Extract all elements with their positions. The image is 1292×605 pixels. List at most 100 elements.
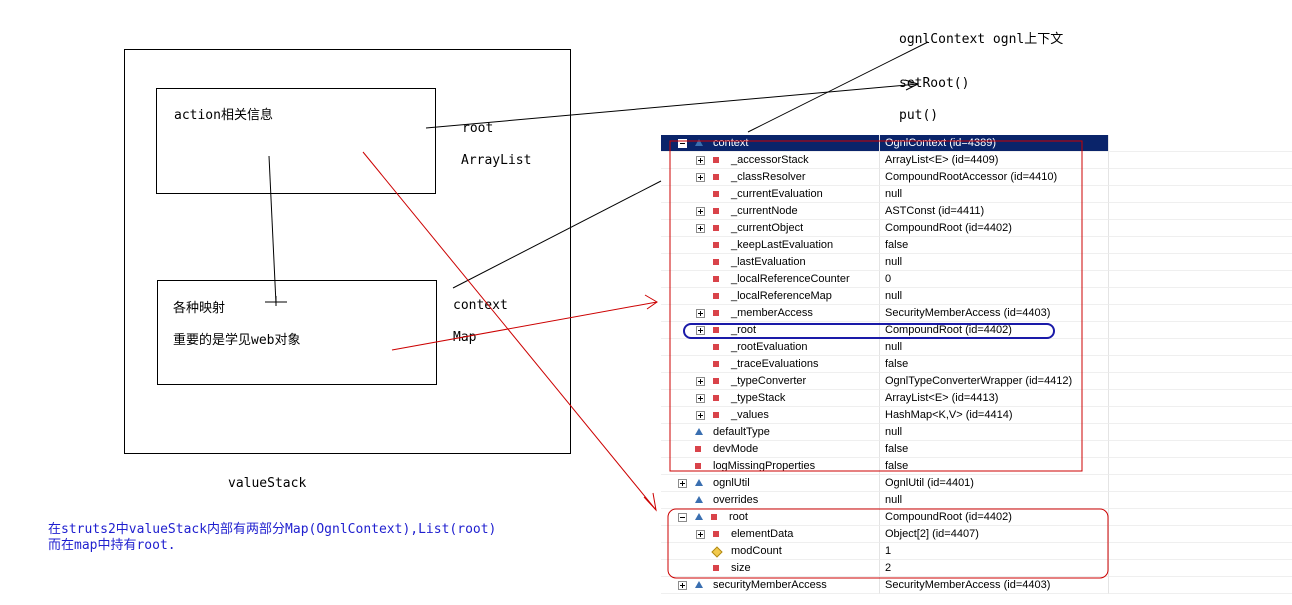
tree-empty-cell xyxy=(1109,509,1292,526)
action-info-label: action相关信息 xyxy=(174,108,273,123)
tree-row-log-missing-properties[interactable]: logMissingProperties false xyxy=(661,458,1292,475)
tree-field-name: _traceEvaluations xyxy=(731,358,819,370)
expand-icon[interactable] xyxy=(696,530,705,539)
tree-empty-cell xyxy=(1109,526,1292,543)
tree-row-current-evaluation[interactable]: _currentEvaluation null xyxy=(661,186,1292,203)
expand-icon[interactable] xyxy=(696,394,705,403)
tree-field-value: 0 xyxy=(885,273,892,285)
tree-name-cell: _accessorStack xyxy=(661,152,880,169)
tree-empty-cell xyxy=(1109,135,1292,152)
tree-field-value: 2 xyxy=(885,562,892,574)
line-context-to-title xyxy=(747,41,929,133)
expand-icon[interactable] xyxy=(696,207,705,216)
expand-icon[interactable] xyxy=(678,581,687,590)
note-line-2: 而在map中持有root. xyxy=(48,538,176,553)
tree-row-type-stack[interactable]: _typeStack ArrayList<E> (id=4413) xyxy=(661,390,1292,407)
field-private-icon xyxy=(713,395,719,401)
tree-name-cell: _currentNode xyxy=(661,203,880,220)
expand-icon[interactable] xyxy=(696,224,705,233)
field-private-icon xyxy=(713,378,719,384)
tree-empty-cell xyxy=(1109,186,1292,203)
tree-value-cell: OgnlUtil (id=4401) xyxy=(880,475,1109,492)
tree-empty-cell xyxy=(1109,356,1292,373)
set-root-label: setRoot() xyxy=(899,76,970,91)
field-private-icon xyxy=(711,514,717,520)
tree-field-name: size xyxy=(731,562,751,574)
tree-name-cell: devMode xyxy=(661,441,880,458)
tree-row-trace-evaluations[interactable]: _traceEvaluations false xyxy=(661,356,1292,373)
field-private-icon xyxy=(713,412,719,418)
tree-field-name: _root xyxy=(731,324,757,336)
field-private-icon xyxy=(713,259,719,265)
tree-empty-cell xyxy=(1109,169,1292,186)
field-public-icon xyxy=(695,479,703,486)
tree-field-name: _currentEvaluation xyxy=(731,188,823,200)
collapse-icon[interactable] xyxy=(678,513,687,522)
field-private-icon xyxy=(713,361,719,367)
arrow-root-to-setroot xyxy=(425,83,919,129)
tree-value-cell: null xyxy=(880,339,1109,356)
tree-field-value: ArrayList<E> (id=4413) xyxy=(885,392,999,404)
tree-value-cell: null xyxy=(880,424,1109,441)
tree-field-name: _typeStack xyxy=(731,392,786,404)
field-private-icon xyxy=(713,344,719,350)
tree-field-value: Object[2] (id=4407) xyxy=(885,528,979,540)
tree-name-cell: size xyxy=(661,560,880,577)
tree-empty-cell xyxy=(1109,152,1292,169)
put-label: put() xyxy=(899,108,939,123)
arrow-arraylist-to-root xyxy=(362,151,657,511)
field-private-icon xyxy=(713,157,719,163)
expand-icon[interactable] xyxy=(696,377,705,386)
tree-empty-cell xyxy=(1109,475,1292,492)
collapse-icon[interactable] xyxy=(678,139,687,148)
expand-icon[interactable] xyxy=(696,156,705,165)
tree-empty-cell xyxy=(1109,424,1292,441)
line-map-to-tree xyxy=(452,180,662,289)
tree-value-cell: false xyxy=(880,458,1109,475)
tree-field-name: logMissingProperties xyxy=(713,460,816,472)
tree-field-value: CompoundRootAccessor (id=4410) xyxy=(885,171,1058,183)
expand-icon[interactable] xyxy=(696,326,705,335)
tree-field-value: CompoundRoot (id=4402) xyxy=(885,324,1012,336)
tree-field-name: overrides xyxy=(713,494,759,506)
tree-value-cell: CompoundRootAccessor (id=4410) xyxy=(880,169,1109,186)
tree-field-value: false xyxy=(885,358,909,370)
field-private-icon xyxy=(713,191,719,197)
tree-name-cell: defaultType xyxy=(661,424,880,441)
tree-field-value: SecurityMemberAccess (id=4403) xyxy=(885,579,1051,591)
tree-name-cell: _rootEvaluation xyxy=(661,339,880,356)
expand-icon[interactable] xyxy=(696,411,705,420)
tree-name-cell: _currentEvaluation xyxy=(661,186,880,203)
tree-value-cell: ASTConst (id=4411) xyxy=(880,203,1109,220)
expand-icon[interactable] xyxy=(678,479,687,488)
tree-field-value: CompoundRoot (id=4402) xyxy=(885,511,1012,523)
tree-value-cell: null xyxy=(880,288,1109,305)
tree-field-value: null xyxy=(885,188,903,200)
arrow-action-to-map xyxy=(268,155,277,305)
tree-field-value: null xyxy=(885,290,903,302)
expand-icon[interactable] xyxy=(696,173,705,182)
expand-icon[interactable] xyxy=(696,309,705,318)
field-private-icon xyxy=(713,174,719,180)
tree-field-value: null xyxy=(885,494,903,506)
field-public-icon xyxy=(695,139,703,146)
